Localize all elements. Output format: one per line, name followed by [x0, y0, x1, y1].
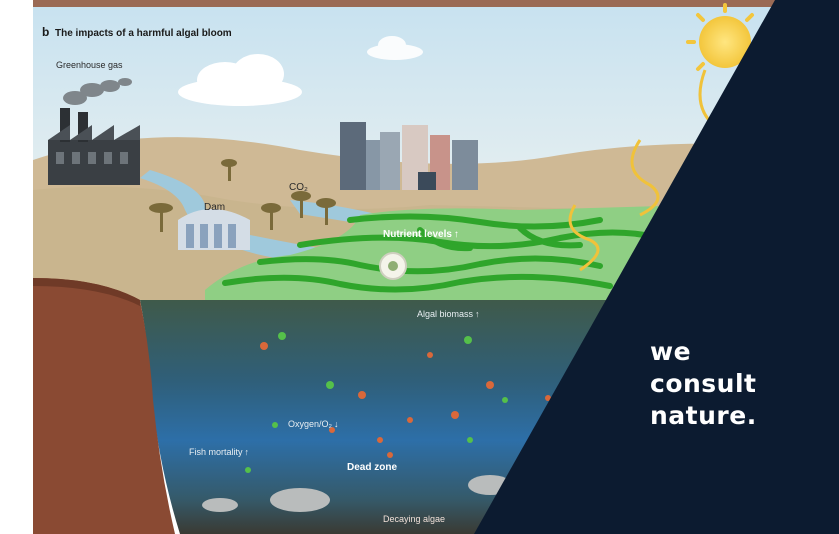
algal-biomass-label: Algal biomass↑ [417, 309, 480, 319]
dam-icon [178, 209, 250, 250]
dam-label: Dam [204, 202, 225, 213]
tagline-line-2: consult [650, 369, 757, 398]
small-cloud-icon [367, 36, 423, 60]
greenhouse-gas-label: Greenhouse gas [56, 60, 123, 70]
factory-icon [48, 108, 140, 185]
algae-bloom-surface [205, 205, 700, 300]
tagline: we consult nature. [650, 336, 757, 432]
river [140, 170, 330, 262]
smoke-icon [63, 78, 132, 105]
trees-icon [149, 159, 336, 232]
cloud-icon [178, 54, 302, 106]
left-margin [0, 0, 33, 534]
city-buildings-icon [340, 122, 478, 190]
top-rule [33, 0, 839, 7]
sun-icon [686, 3, 754, 71]
tagline-line-1: we [650, 337, 692, 366]
algae-swirls [222, 213, 653, 293]
nutrient-levels-label: Nutrient levels↑ [383, 229, 459, 240]
tagline-line-3: nature. [650, 401, 757, 430]
nutrient-cell-icon [379, 252, 407, 280]
co2-label: CO₂ [289, 182, 308, 193]
fish-mortality-label: Fish mortality↑ [189, 447, 249, 457]
sediment-bank [33, 278, 175, 534]
algae-particles [245, 332, 551, 473]
panel-letter: b [42, 25, 49, 39]
dead-zone-label: Dead zone [347, 462, 397, 473]
navy-banner [474, 0, 839, 534]
decaying-algae-label: Decaying algae [383, 514, 445, 524]
figure-title: The impacts of a harmful algal bloom [55, 28, 232, 39]
oxygen-label: Oxygen/O₂↓ [288, 419, 339, 429]
